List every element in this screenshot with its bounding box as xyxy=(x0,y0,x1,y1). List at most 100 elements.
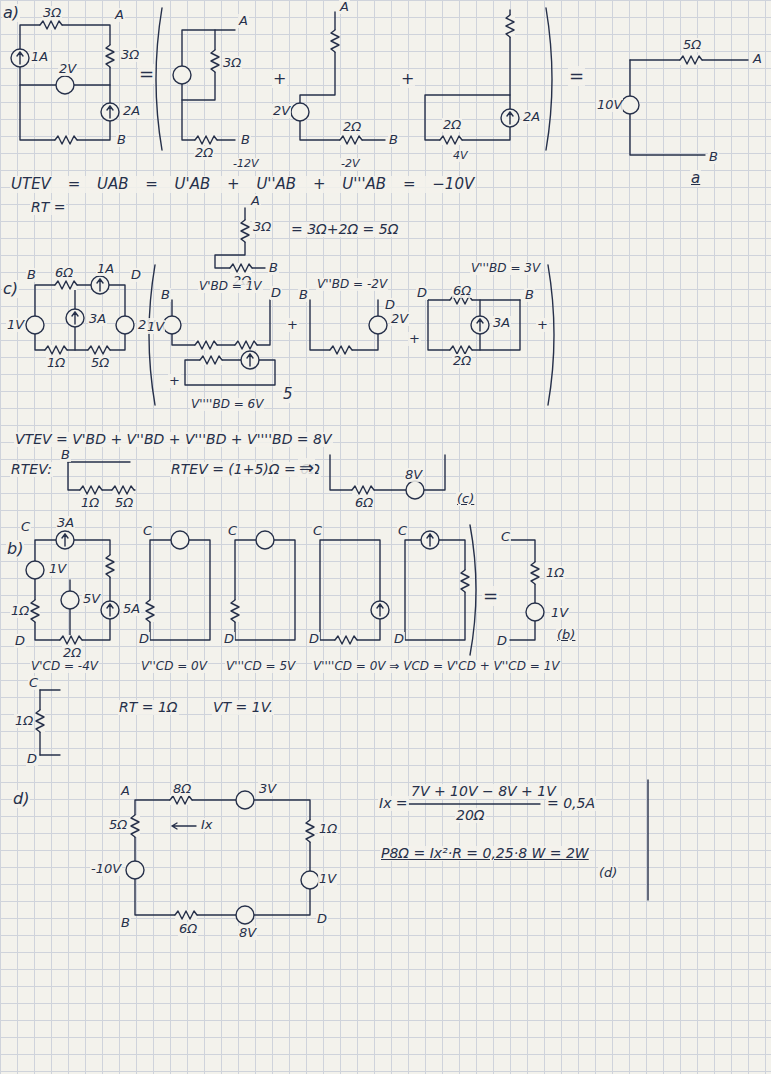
circuit-c4 xyxy=(428,295,520,355)
note-text: 20Ω xyxy=(455,808,486,823)
fraction-bar xyxy=(408,803,540,804)
note-text: -2V xyxy=(340,158,361,170)
note-text: B xyxy=(268,261,279,275)
note-text: B xyxy=(26,268,37,282)
circuit-d xyxy=(126,791,319,924)
note-text: B xyxy=(708,150,719,164)
note-text: = 3Ω+2Ω = 5Ω xyxy=(290,222,399,237)
note-text: A xyxy=(120,784,131,798)
thevenin-b xyxy=(510,540,544,640)
note-text: A xyxy=(114,8,125,22)
bracket xyxy=(149,265,155,405)
note-text: B xyxy=(298,288,309,302)
note-text: 2V xyxy=(390,312,409,326)
circuit-c1 xyxy=(26,276,134,355)
note-text: D xyxy=(384,298,396,312)
separator-line xyxy=(647,780,648,900)
note-text: + xyxy=(272,70,287,88)
note-text: D xyxy=(138,632,150,646)
note-text: 5A xyxy=(122,602,141,616)
note-text: 2A xyxy=(522,110,541,124)
note-text: C xyxy=(142,524,153,538)
note-text: D xyxy=(270,286,282,300)
note-text: d) xyxy=(12,790,30,808)
note-text: 6Ω xyxy=(452,284,472,298)
note-text: 3V xyxy=(258,782,277,796)
note-text: C xyxy=(312,524,323,538)
note-text: VTEV = V'BD + V''BD + V'''BD + V''''BD =… xyxy=(14,432,333,447)
note-text: a) xyxy=(2,4,20,22)
note-text: 1A xyxy=(30,50,49,64)
note-text: D xyxy=(223,632,235,646)
note-text: + xyxy=(408,332,421,346)
note-text: D xyxy=(130,268,142,282)
note-text: 5Ω xyxy=(114,496,134,510)
note-text: Ix = xyxy=(378,796,409,811)
note-text: B xyxy=(60,448,71,462)
note-text: 6Ω xyxy=(178,922,198,936)
note-text: A xyxy=(339,0,350,14)
note-text: RT = 1Ω xyxy=(118,700,179,715)
note-text: 1V xyxy=(48,562,67,576)
note-text: = 0,5A xyxy=(546,796,596,811)
note-text: A xyxy=(752,52,763,66)
note-text: 1Ω xyxy=(80,496,100,510)
circuit-b2 xyxy=(145,531,210,640)
note-text: + xyxy=(536,318,549,332)
note-text: VT = 1V. xyxy=(212,700,274,715)
note-text: 5Ω xyxy=(108,818,128,832)
note-text: 3A xyxy=(492,316,511,330)
note-text: 2A xyxy=(122,104,141,118)
note-text: B xyxy=(524,288,535,302)
note-text: B xyxy=(116,133,127,147)
note-text: 1V xyxy=(318,872,337,886)
note-text: C xyxy=(28,676,39,690)
note-text: 1V xyxy=(6,318,25,332)
circuit-a4 xyxy=(425,10,519,145)
note-text: V''''BD = 6V xyxy=(190,398,264,411)
note-text: A xyxy=(250,194,261,208)
note-text: (d) xyxy=(598,866,618,880)
note-text: -12V xyxy=(232,158,260,170)
note-text: 3Ω xyxy=(120,48,140,62)
note-text: (b) xyxy=(556,628,576,642)
note-text: 2Ω xyxy=(442,118,462,132)
note-text: = xyxy=(482,586,499,606)
note-text: 1V xyxy=(550,606,569,620)
note-text: 8V xyxy=(238,926,257,940)
note-text: c) xyxy=(2,280,19,298)
note-text: 6Ω xyxy=(354,496,374,510)
resistance-c xyxy=(68,462,135,495)
resistance-a xyxy=(215,208,265,273)
note-text: 8Ω xyxy=(172,782,192,796)
note-text: 1V xyxy=(146,320,165,334)
note-text: V''''CD = 0V ⇒ VCD = V'CD + V''CD = 1V xyxy=(312,660,561,673)
resistance-b xyxy=(35,690,60,755)
circuit-b3 xyxy=(230,531,295,640)
note-text: D xyxy=(14,634,26,648)
note-text: 10V xyxy=(596,98,623,112)
note-text: (c) xyxy=(456,492,475,506)
circuit-b1 xyxy=(26,531,119,645)
note-text: C xyxy=(397,524,408,538)
note-text: -10V xyxy=(90,862,122,876)
note-text: 1A xyxy=(96,262,115,276)
note-text: 1Ω xyxy=(545,566,565,580)
note-text: V''CD = 0V xyxy=(140,660,208,673)
note-text: = xyxy=(568,66,585,86)
note-text: D xyxy=(416,286,428,300)
note-text: Ix xyxy=(200,818,214,832)
note-text: V'CD = -4V xyxy=(30,660,99,673)
note-text: D xyxy=(316,912,328,926)
note-text: 5Ω xyxy=(682,38,702,52)
circuit-b4 xyxy=(320,540,389,645)
note-text: ⇒ xyxy=(298,458,315,478)
note-text: + xyxy=(168,374,181,388)
circuit-a2 xyxy=(173,30,235,145)
note-text: D xyxy=(308,632,320,646)
thevenin-c xyxy=(330,455,445,499)
note-text: 2Ω xyxy=(194,146,214,160)
note-text: 5V xyxy=(82,592,101,606)
